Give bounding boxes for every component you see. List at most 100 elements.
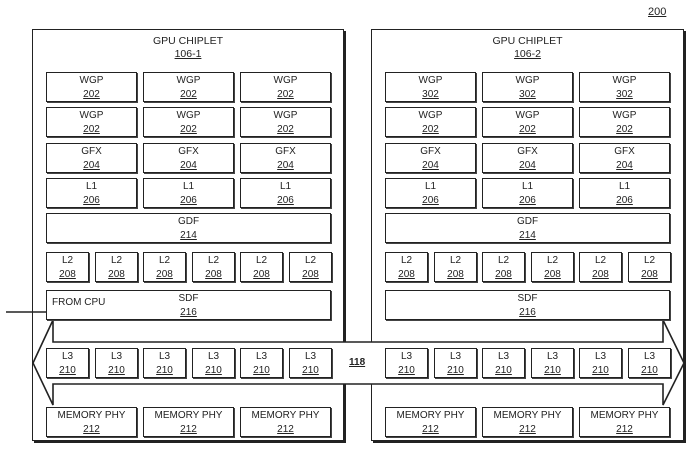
- l3-cache-block-label: L3: [207, 351, 220, 362]
- memory-phy-block-label: MEMORY PHY: [154, 410, 223, 421]
- chiplet-title-text: GPU CHIPLET: [152, 35, 223, 47]
- wgp-block-label: WGP: [79, 110, 104, 121]
- l3-cache-block-ref: 210: [205, 365, 222, 376]
- l3-cache-block-label: L3: [400, 351, 413, 362]
- l3-cache-block-label: L3: [110, 351, 123, 362]
- l3-cache-block-ref: 210: [495, 365, 512, 376]
- l3-cache-block-label: L3: [304, 351, 317, 362]
- l3-cache-block-ref: 210: [156, 365, 173, 376]
- l1-cache-block-ref: 206: [277, 195, 294, 206]
- l2-cache-block-label: L2: [255, 255, 268, 266]
- gdf-block-label: GDF: [177, 216, 200, 227]
- l2-cache-block-ref: 208: [495, 269, 512, 280]
- bridge-double-arrow: [32, 319, 685, 406]
- l2-cache-block-ref: 208: [302, 269, 319, 280]
- wgp-block: WGP 202: [46, 107, 137, 137]
- l3-cache-block-ref: 210: [302, 365, 319, 376]
- wgp-block-label: WGP: [79, 75, 104, 86]
- l2-cache-block-label: L2: [497, 255, 510, 266]
- memory-phy-block-ref: 212: [277, 424, 294, 435]
- gfx-block-label: GFX: [81, 146, 102, 157]
- sdf-block-label: SDF: [517, 293, 538, 304]
- gfx-block-ref: 204: [277, 160, 294, 171]
- wgp-block-label: WGP: [515, 110, 540, 121]
- gfx-block-label: GFX: [614, 146, 635, 157]
- gdf-block-label: GDF: [516, 216, 539, 227]
- wgp-block-ref: 202: [277, 89, 294, 100]
- memory-phy-block-label: MEMORY PHY: [57, 410, 126, 421]
- l2-cache-block-label: L2: [546, 255, 559, 266]
- l2-cache-block-ref: 208: [447, 269, 464, 280]
- memory-phy-block-ref: 212: [422, 424, 439, 435]
- gfx-block-label: GFX: [275, 146, 296, 157]
- gfx-block: GFX 204: [240, 143, 331, 173]
- sdf-block-ref: 216: [180, 307, 197, 318]
- l2-cache-block-label: L2: [61, 255, 74, 266]
- l3-cache-block-ref: 210: [59, 365, 76, 376]
- l3-cache-block-ref: 210: [544, 365, 561, 376]
- wgp-block-ref: 202: [83, 124, 100, 135]
- wgp-block-label: WGP: [418, 110, 443, 121]
- l2-cache-block-ref: 208: [108, 269, 125, 280]
- l2-cache-block-label: L2: [594, 255, 607, 266]
- l3-cache-block-ref: 210: [641, 365, 658, 376]
- l2-cache-block-ref: 208: [641, 269, 658, 280]
- l3-cache-block-label: L3: [594, 351, 607, 362]
- l3-cache-block-ref: 210: [447, 365, 464, 376]
- l1-cache-block-ref: 206: [519, 195, 536, 206]
- wgp-block-ref: 202: [277, 124, 294, 135]
- l3-cache-block-ref: 210: [592, 365, 609, 376]
- memory-phy-block-ref: 212: [519, 424, 536, 435]
- memory-phy-block-label: MEMORY PHY: [251, 410, 320, 421]
- l2-cache-block-ref: 208: [544, 269, 561, 280]
- l1-cache-block-label: L1: [521, 181, 534, 192]
- wgp-block-ref: 202: [180, 89, 197, 100]
- l2-cache-block-label: L2: [158, 255, 171, 266]
- wgp-block-ref: 302: [422, 89, 439, 100]
- gfx-block-ref: 204: [519, 160, 536, 171]
- l2-cache-block-label: L2: [304, 255, 317, 266]
- from-cpu-label: FROM CPU: [52, 297, 106, 308]
- gfx-block-ref: 204: [422, 160, 439, 171]
- l3-cache-block-ref: 210: [253, 365, 270, 376]
- l1-cache-block-label: L1: [424, 181, 437, 192]
- memory-phy-block: MEMORY PHY 212: [240, 407, 331, 437]
- l2-cache-block-label: L2: [400, 255, 413, 266]
- wgp-block-ref: 202: [616, 124, 633, 135]
- wgp-block-ref: 202: [519, 124, 536, 135]
- wgp-block: WGP 202: [482, 107, 573, 137]
- l3-cache-block-label: L3: [497, 351, 510, 362]
